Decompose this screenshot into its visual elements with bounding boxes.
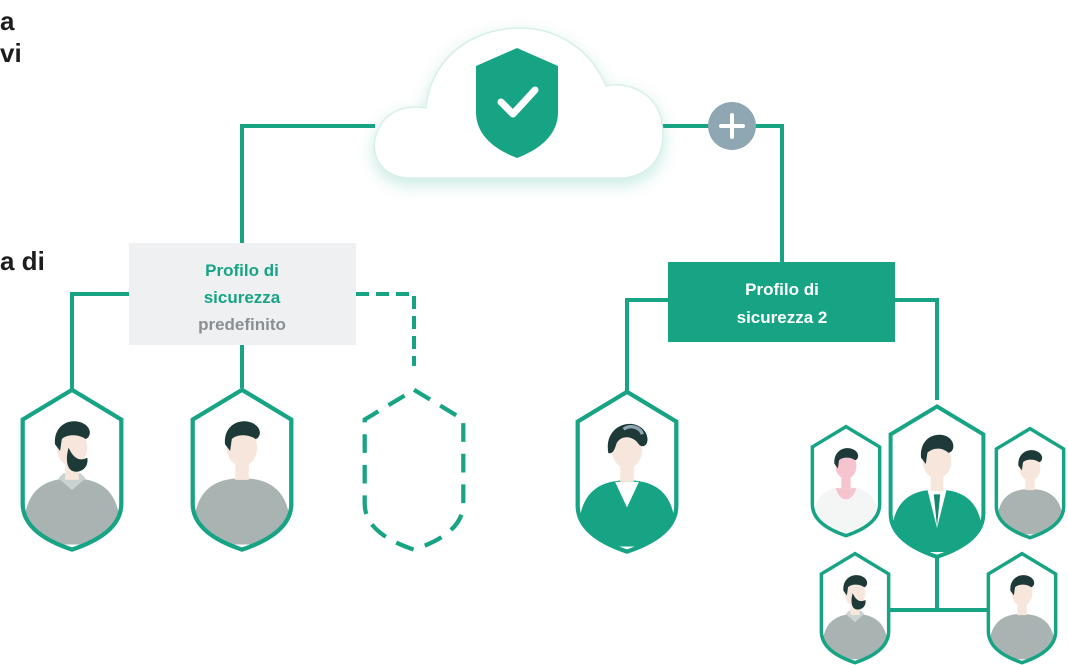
user-shield-icon xyxy=(891,406,984,556)
cropped-text-line-3: a di xyxy=(0,246,45,276)
profile2-box: Profilo di sicurezza 2 xyxy=(668,262,895,342)
link-cloud-profile2 xyxy=(656,124,784,262)
connector-lines xyxy=(70,124,998,612)
default-profile-box: Profilo di sicurezza predefinito xyxy=(129,243,356,345)
link-profile2-right xyxy=(895,298,939,400)
default-profile-line3: predefinito xyxy=(198,315,286,334)
user-shield-icon xyxy=(994,426,1066,540)
default-profile-line2: sicurezza xyxy=(204,288,281,307)
link-default-right xyxy=(356,292,416,366)
user-shield-icon xyxy=(986,551,1058,665)
user-shield-icon xyxy=(193,390,292,550)
user-shield-icon xyxy=(578,392,677,552)
user-shield-icon xyxy=(810,424,882,538)
user-shield-icon xyxy=(23,390,122,550)
link-profile2-left xyxy=(625,298,668,392)
default-profile-line1: Profilo di xyxy=(205,261,279,280)
profile2-line1: Profilo di xyxy=(745,280,819,299)
empty-slot-shield-icon xyxy=(365,390,464,550)
shield-check-icon xyxy=(476,48,558,158)
plus-icon xyxy=(708,102,756,150)
cropped-text-line-1: a xyxy=(0,6,15,36)
link-default-left xyxy=(70,292,129,390)
cropped-text-line-2: vi xyxy=(0,38,22,68)
link-cloud-default xyxy=(240,124,375,245)
profile2-line2: sicurezza 2 xyxy=(737,308,828,327)
user-shield-icon xyxy=(819,551,891,665)
